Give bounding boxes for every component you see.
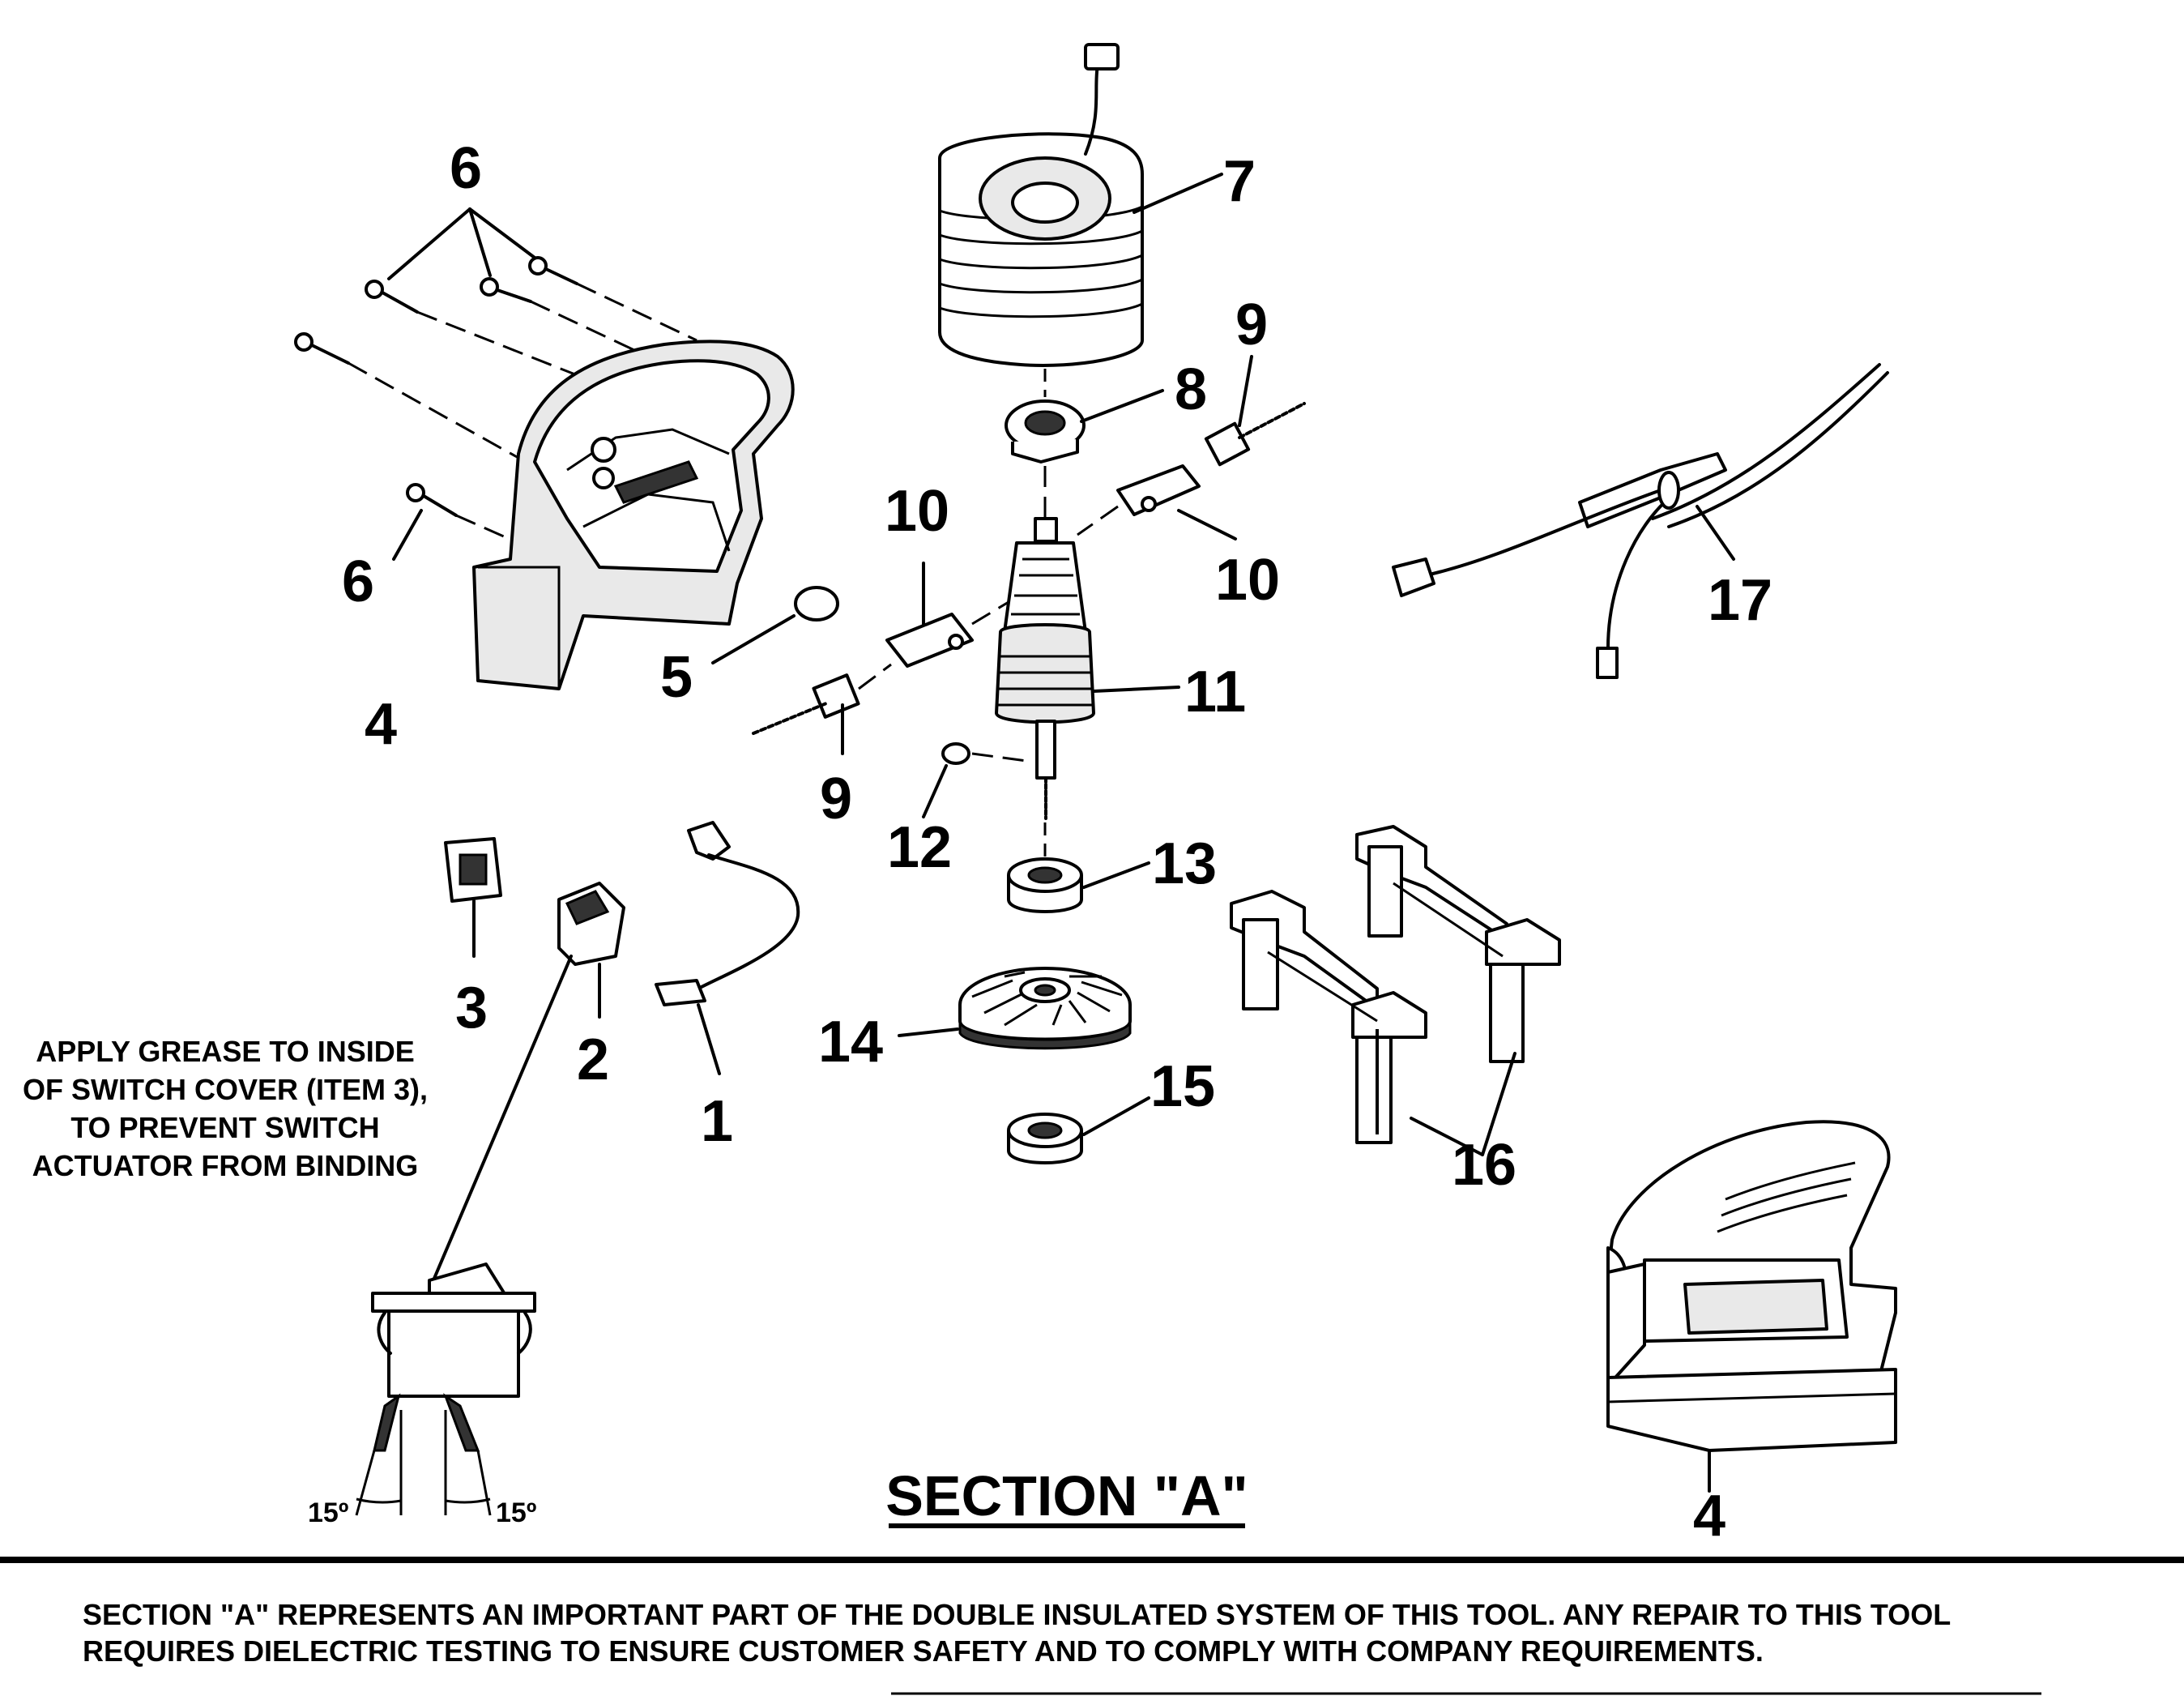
grease-note-line2: OF SWITCH COVER (ITEM 3),: [23, 1073, 428, 1106]
pad-supports: [1230, 825, 1561, 1144]
callout-13-bearing: 13: [1152, 831, 1217, 896]
switch-lead: [655, 821, 800, 1006]
armature: [995, 517, 1095, 820]
power-cord: [1392, 363, 1889, 679]
bearing-mid: [1007, 857, 1083, 913]
callout-8-bearing: 8: [1175, 357, 1207, 422]
callout-7-field: 7: [1223, 149, 1256, 214]
angle-label-left: 15º: [308, 1497, 348, 1528]
rocker-switch: [557, 882, 625, 966]
field-coil: [938, 43, 1144, 397]
holder-right: [1116, 464, 1201, 516]
holder-left: [885, 613, 974, 668]
grease-note-line3: TO PREVENT SWITCH: [70, 1111, 379, 1144]
callout-10-holder-right: 10: [1215, 548, 1280, 613]
callout-6-screws: 6: [450, 136, 482, 201]
screw-5: [406, 483, 458, 517]
callout-12-ring: 12: [887, 815, 952, 880]
callout-15-bearing: 15: [1150, 1054, 1215, 1119]
callout-14-fan: 14: [818, 1010, 883, 1074]
callout-10-holder-left: 10: [885, 479, 949, 544]
washer: [794, 586, 839, 622]
housing-half: [472, 340, 795, 690]
callout-6-screw-single: 6: [342, 549, 374, 614]
callout-3-switch-cover: 3: [455, 976, 488, 1040]
brush-right: [1204, 402, 1306, 467]
bearing-upper: [1005, 399, 1086, 464]
bearing-low: [1007, 1113, 1083, 1164]
callout-2-switch: 2: [577, 1027, 609, 1092]
callout-9-brush-right: 9: [1235, 293, 1268, 357]
screw-2: [365, 280, 419, 314]
callout-17-cord: 17: [1708, 568, 1772, 633]
screw-1: [294, 332, 350, 365]
screws-group: [294, 207, 697, 561]
callout-4-housing: 4: [365, 692, 397, 757]
sander-assembly: [1606, 1120, 1897, 1493]
callout-11-armature: 11: [1184, 660, 1246, 724]
screw-3: [480, 277, 532, 303]
callout-16-pads: 16: [1452, 1133, 1516, 1198]
footer-line1: SECTION "A" REPRESENTS AN IMPORTANT PART…: [83, 1598, 1951, 1631]
grease-note-line1: APPLY GREASE TO INSIDE: [36, 1035, 414, 1068]
retaining-ring: [941, 742, 970, 765]
grease-note-line4: ACTUATOR FROM BINDING: [32, 1149, 419, 1182]
fan: [958, 967, 1132, 1050]
footer-line2: REQUIRES DIELECTRIC TESTING TO ENSURE CU…: [83, 1634, 1764, 1668]
switch-detail: [355, 955, 573, 1516]
callout-9-brush-left: 9: [820, 767, 852, 831]
switch-cover: [444, 837, 502, 903]
angle-label-right: 15º: [496, 1497, 536, 1528]
screw-4: [528, 256, 578, 285]
section-title: SECTION "A": [885, 1464, 1248, 1527]
callout-4-sander: 4: [1693, 1484, 1725, 1549]
callout-1-lead: 1: [701, 1089, 733, 1154]
callout-5-washer: 5: [660, 645, 693, 710]
